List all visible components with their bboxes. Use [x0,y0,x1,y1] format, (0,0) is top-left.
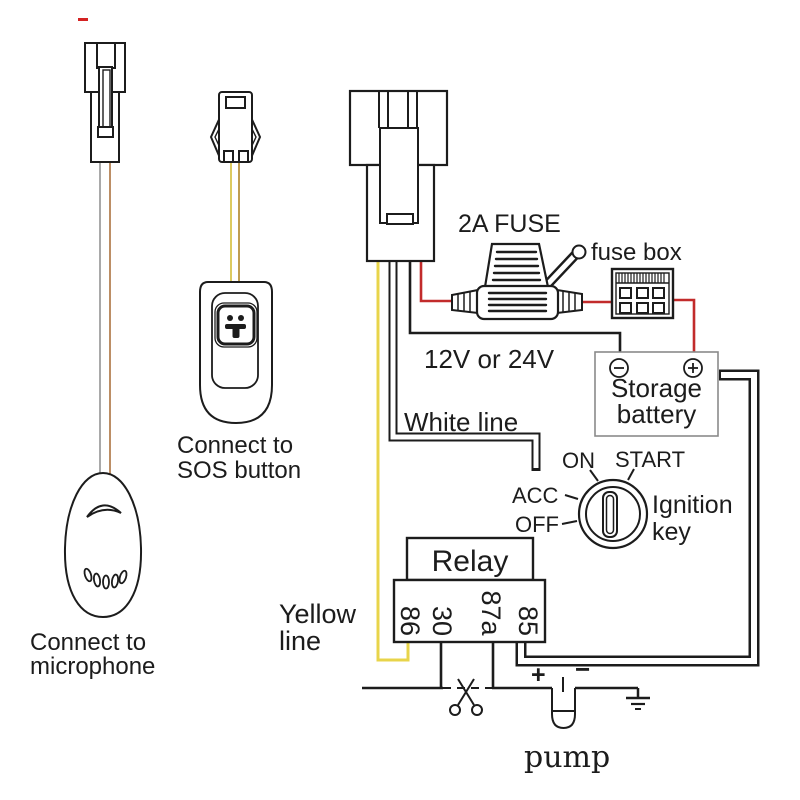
sos-button-device [199,281,273,425]
sos-connector [209,91,262,163]
fuse-label: 2A FUSE [458,210,561,238]
battery-minus-icon [609,358,629,378]
ignition-pos-acc: ACC [512,483,559,508]
ignition-pos-on: ON [562,448,595,473]
fuse-box-label: fuse box [591,239,682,266]
sos-caption-line2: SOS button [177,457,302,484]
relay-title: Relay [431,545,509,578]
voltage-label: 12V or 24V [424,344,555,374]
fuse-box-icon [610,267,675,320]
mic-caption-line1: Connect to [30,629,147,656]
battery-plus-icon [683,358,703,378]
ignition-caption-line1: Ignition [652,491,733,519]
microphone-holes [83,567,128,590]
yellow-line-label2: line [279,626,322,656]
microphone-connector [84,42,126,163]
pump-label: pump [524,740,611,775]
yellow-line-label1: Yellow [279,599,357,629]
relay-box [392,536,547,644]
fuse-lever [540,244,587,292]
red-dash-artifact [78,18,88,21]
relay-pin-labels: 86 30 87a 85 [395,590,543,636]
sos-button-icon [225,315,246,338]
ignition-key-icon [561,468,649,550]
ignition-pos-start: START [615,447,686,472]
pump-plus-label: + [531,661,546,689]
microphone-icon [63,471,143,619]
storage-battery-box [594,351,719,437]
microphone-wire [99,160,111,474]
pump-minus-label: − [575,654,591,684]
relay-pin-87a: 87a [476,590,506,636]
relay-pin-86: 86 [395,606,425,636]
ignition-caption-line2: key [652,518,691,546]
ground-icon [626,688,650,710]
battery-to-relay-wire [515,369,760,667]
fuse-holder [451,242,587,321]
ignition-pos-off: OFF [515,512,559,537]
relay-pin-wires [439,642,495,688]
relay-pin-30: 30 [427,606,457,636]
main-connector [348,89,449,263]
relay-pin-85: 85 [513,606,543,636]
scissors-icon [449,678,483,716]
battery-name-line1: Storage [610,373,703,403]
sos-wire [230,160,240,285]
battery-name-line2: battery [616,399,697,429]
mic-caption-line2: microphone [30,653,156,680]
white-line-wire [388,253,541,471]
yellow-wire [376,255,410,662]
white-line-label: White line [404,407,519,437]
red-power-wire [419,255,696,352]
black-ground-wire [408,255,622,352]
pump-icon [551,677,576,730]
sos-caption-line1: Connect to [177,432,294,459]
